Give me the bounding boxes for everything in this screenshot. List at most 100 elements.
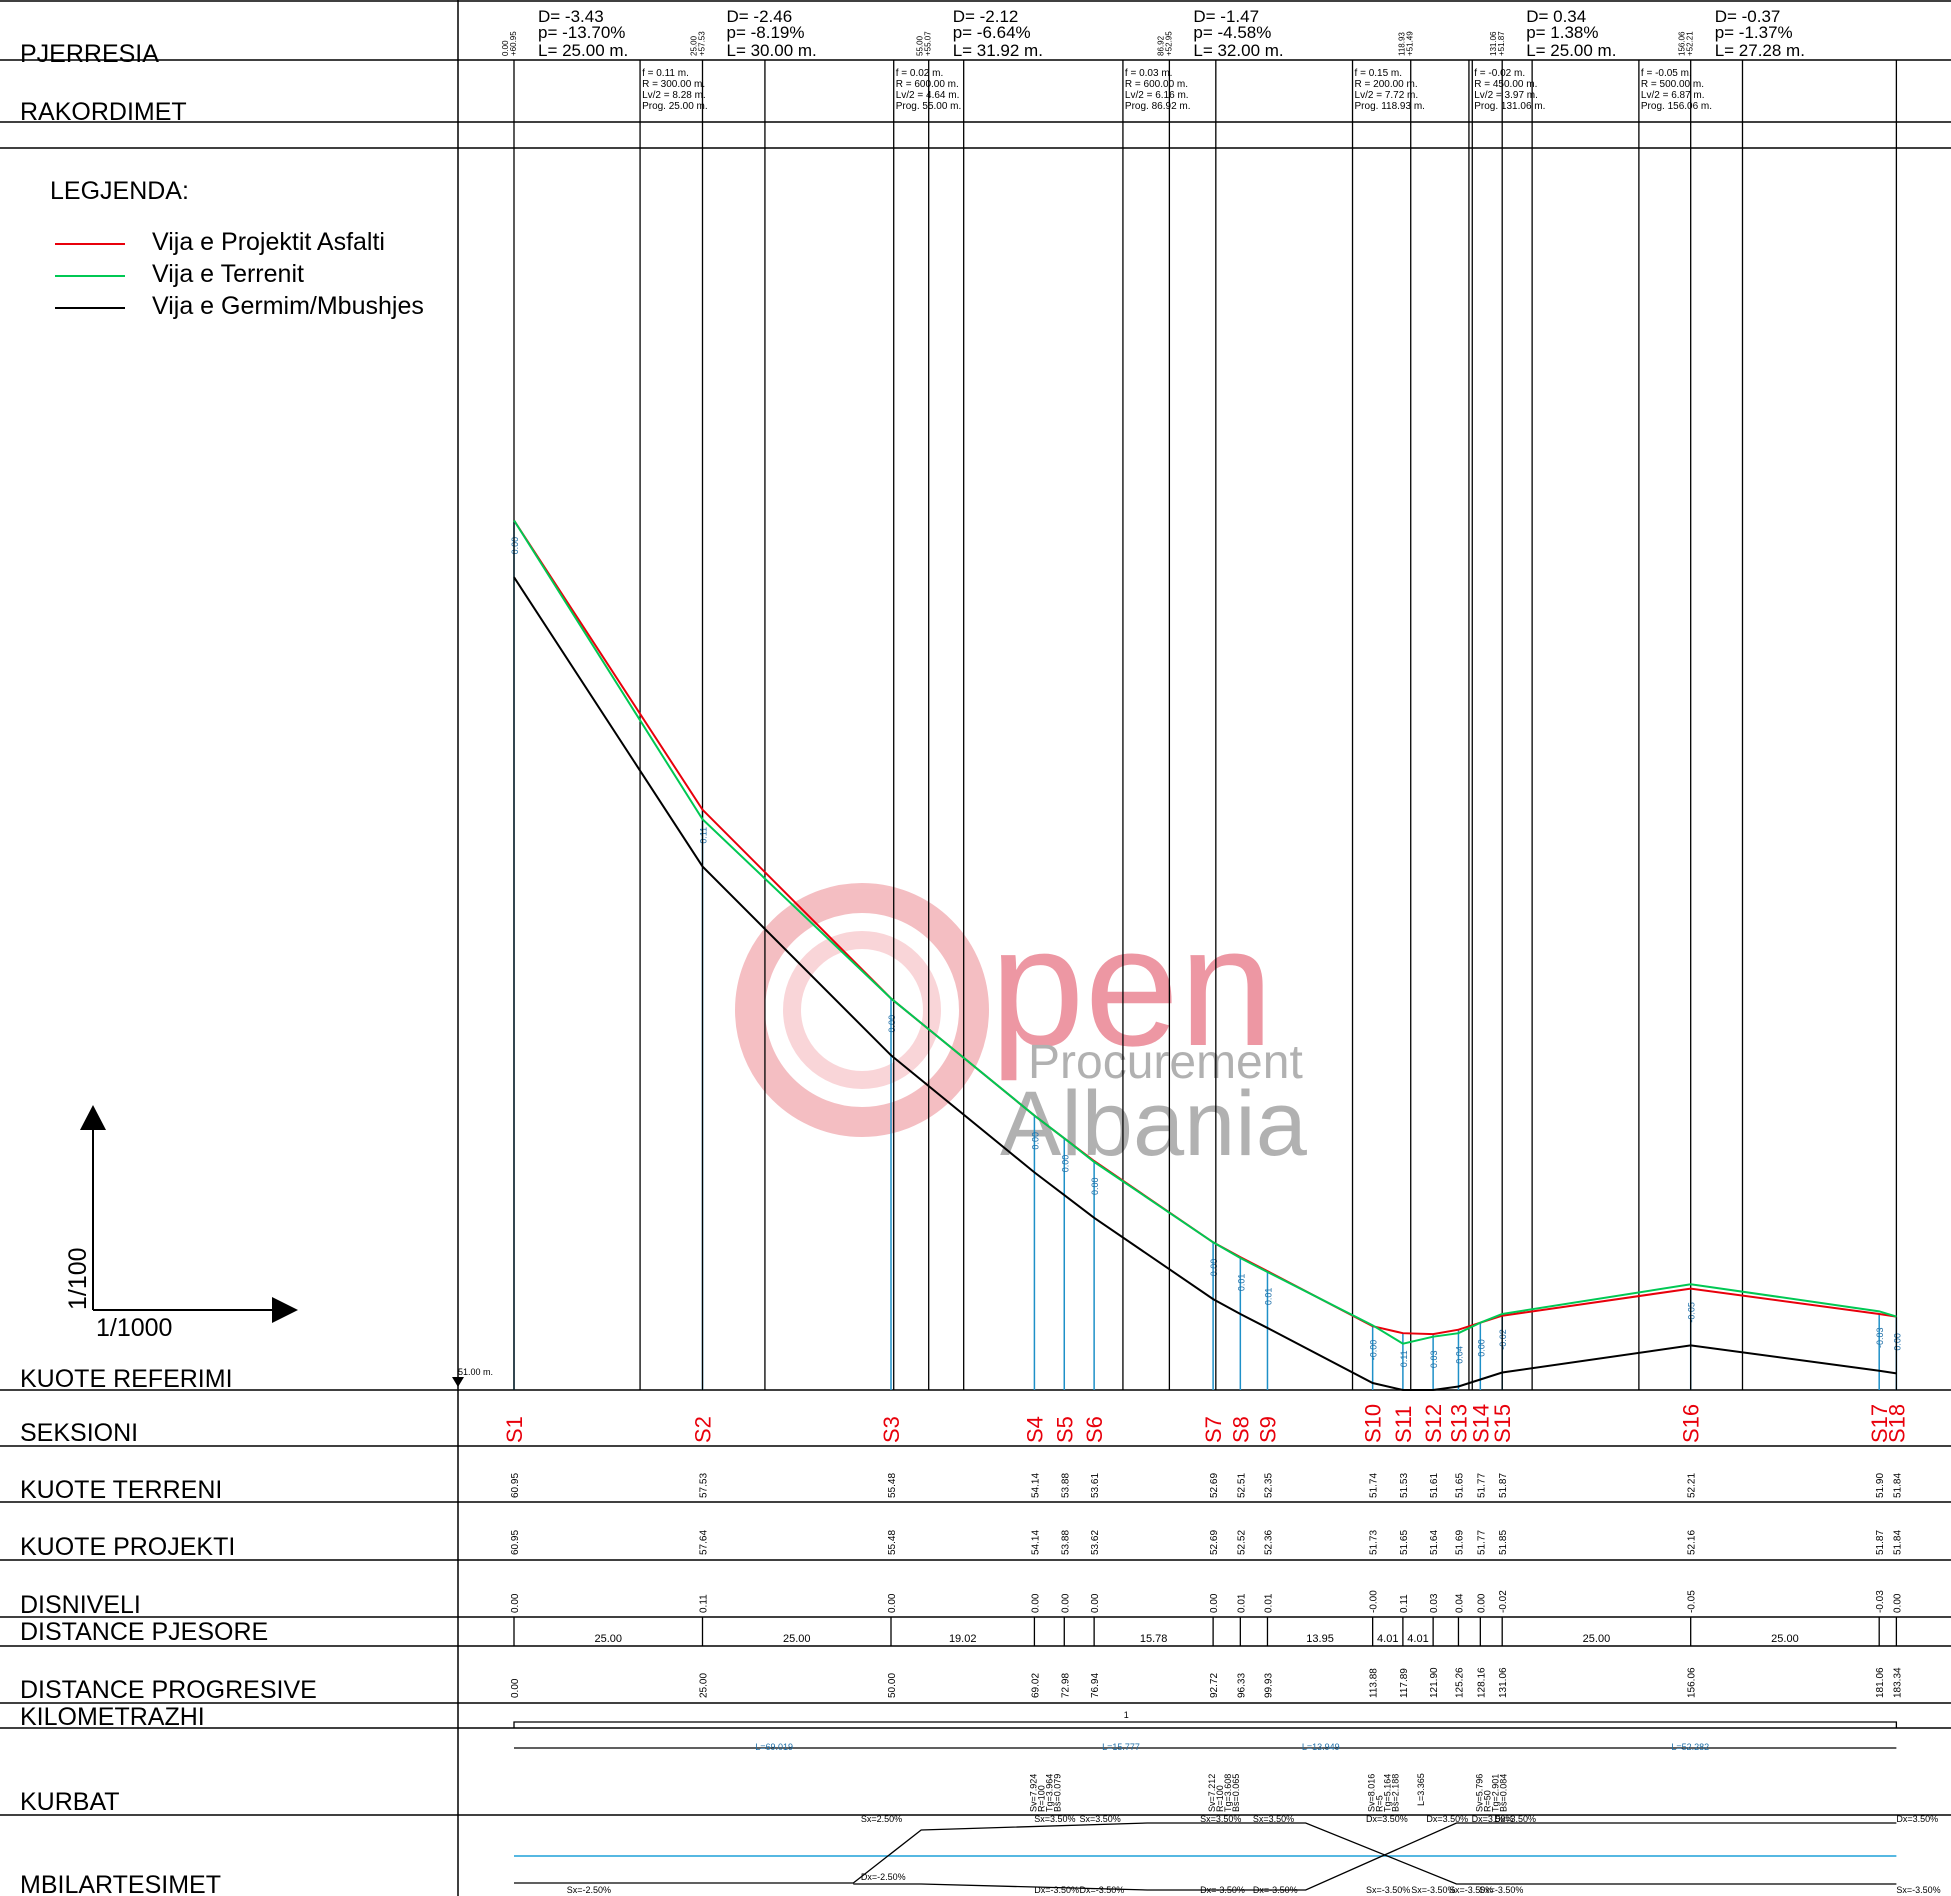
project-value: 51.69 [1454,1530,1465,1555]
vertical-curve-line: f = -0.02 m. [1474,68,1525,79]
terrain-value: 53.61 [1090,1473,1101,1498]
section-diff-mark-S2: 0.11 [699,827,709,844]
curve-param: Bs=0.084 [1498,1774,1508,1812]
curve-param: R=100 [1215,1785,1225,1812]
vertical-scale-label: 1/100 [64,1247,92,1310]
row-label-kilometrazhi: KILOMETRAZHI [20,1703,205,1731]
grade-p: p= 1.38% [1526,23,1598,42]
diff-value: -0.02 [1498,1590,1509,1613]
partial-distance-value: 25.00 [783,1633,811,1645]
vertical-curve-line: Lv/2 = 8.28 m. [642,90,706,101]
terrain-value: 57.53 [699,1473,710,1498]
vertical-curve-line: R = 500.00 m. [1641,79,1704,90]
terrain-value: 52.69 [1209,1473,1220,1498]
grade-station: 55.00 [916,35,925,56]
terrain-value: 54.14 [1030,1473,1041,1498]
vertical-curve-line: Prog. 131.06 m. [1474,101,1545,112]
row-label-kuote-terreni: KUOTE TERRENI [20,1476,222,1504]
superelevation-top-label: Sx=3.50% [1253,1814,1294,1824]
terrain-value: 60.95 [510,1473,521,1498]
kilometrazhi: 1 [513,1710,1898,1728]
section-diff-mark-S16: -0.05 [1687,1302,1697,1323]
grade-station: 0.00 [501,40,510,56]
curve-segment-length: L=15.777 [1102,1742,1140,1752]
section-name-S18: S18 [1884,1404,1909,1443]
grade-p: p= -6.64% [953,23,1031,42]
cut-fill-line [513,576,1897,1391]
prog-value: 183.34 [1892,1667,1903,1698]
watermark-ring-outer [735,883,989,1137]
superelevation-bottom-label: Dx=-3.50% [1253,1885,1298,1895]
grade-d: D= -2.46 [727,7,793,26]
prog-value: 0.00 [510,1678,521,1698]
grade-p: p= -4.58% [1193,23,1271,42]
vertical-curve-line: Prog. 55.00 m. [896,101,962,112]
row-label-distance-pjesore: DISTANCE PJESORE [20,1618,268,1646]
vertical-curve-line: f = 0.02 m. [896,68,944,79]
superelevation-bottom-label: Sx=-3.50% [1411,1885,1455,1895]
terrain-value: 51.74 [1369,1473,1380,1498]
section-name-S4: S4 [1022,1416,1047,1443]
section-diff-mark-S10: -0.00 [1369,1340,1379,1361]
vertical-curve-line: f = -0.05 m. [1641,68,1692,79]
superelevation-top-label: Dx=3.50% [1366,1814,1408,1824]
superelevation-left-line [514,1822,1897,1885]
legend-item-cut-fill: Vija e Germim/Mbushjes [152,292,424,320]
grade-station: 156.06 [1678,31,1687,56]
row-label-kuote-projekti: KUOTE PROJEKTI [20,1533,235,1561]
partial-distance-value: 15.78 [1140,1633,1168,1645]
prog-value: 50.00 [887,1673,898,1698]
section-name-S16: S16 [1679,1404,1704,1443]
section-diff-mark-S8: 0.01 [1236,1274,1246,1292]
grade-station: 25.00 [690,35,699,56]
diff-value: 0.00 [1892,1593,1903,1613]
prog-value: 128.16 [1476,1667,1487,1698]
legend-title: LEGJENDA: [50,177,189,205]
kilometrazhi-marker: 1 [1124,1710,1129,1720]
partial-distance-value: 25.00 [594,1633,622,1645]
superelevation-right-line [853,1822,1897,1891]
vertical-curve-line: Prog. 156.06 m. [1641,101,1712,112]
vertical-scale-arrow-icon [80,1105,106,1130]
row-label-disniveli: DISNIVELI [20,1591,141,1619]
grade-p: p= -1.37% [1715,23,1793,42]
prog-value: 125.26 [1454,1667,1465,1698]
watermark: pen Procurement Albania [735,883,1308,1175]
grade-elevation: +52.95 [1164,31,1173,56]
grade-l: L= 31.92 m. [953,41,1043,60]
section-diff-mark-S12: 0.03 [1429,1351,1439,1369]
project-value: 52.69 [1209,1530,1220,1555]
superelevation-bottom-label: Sx=-2.50% [567,1885,611,1895]
curve-segment-length: L=52.282 [1671,1742,1709,1752]
vertical-curve-line: Lv/2 = 6.16 m. [1125,90,1189,101]
terrain-value: 51.77 [1476,1473,1487,1498]
vertical-curve-line: Lv/2 = 4.64 m. [896,90,960,101]
prog-value: 72.98 [1060,1673,1071,1698]
superelevation-bottom-label: Dx=-3.50% [1080,1885,1125,1895]
project-value: 55.48 [887,1530,898,1555]
grade-elevation: +55.07 [924,31,933,56]
vertical-curve-annotations: f = 0.11 m.R = 300.00 m.Lv/2 = 8.28 m.Pr… [642,68,1712,112]
curve-param: Sv=7.212 [1207,1774,1217,1812]
horizontal-scale-label: 1/1000 [96,1314,172,1342]
partial-distance-value: 19.02 [949,1633,977,1645]
prog-value: 69.02 [1030,1673,1041,1698]
vertical-curve-line: f = 0.15 m. [1355,68,1403,79]
curve-small-length: L=3.365 [1416,1773,1426,1806]
diff-value: 0.01 [1263,1593,1274,1613]
project-value: 51.73 [1369,1530,1380,1555]
project-value: 51.87 [1875,1530,1886,1555]
superelevation-bottom-label: Sx=-3.50% [1896,1885,1940,1895]
project-value: 51.65 [1399,1530,1410,1555]
curve-param: Bs=2.188 [1391,1774,1401,1812]
prog-value: 121.90 [1429,1667,1440,1698]
partial-distance-value: 25.00 [1771,1633,1799,1645]
horizontal-scale-arrow-icon [272,1297,298,1323]
section-diff-mark-S6: 0.00 [1090,1177,1100,1195]
curve-param: Sv=5.796 [1474,1774,1484,1812]
prog-value: 96.33 [1236,1673,1247,1698]
